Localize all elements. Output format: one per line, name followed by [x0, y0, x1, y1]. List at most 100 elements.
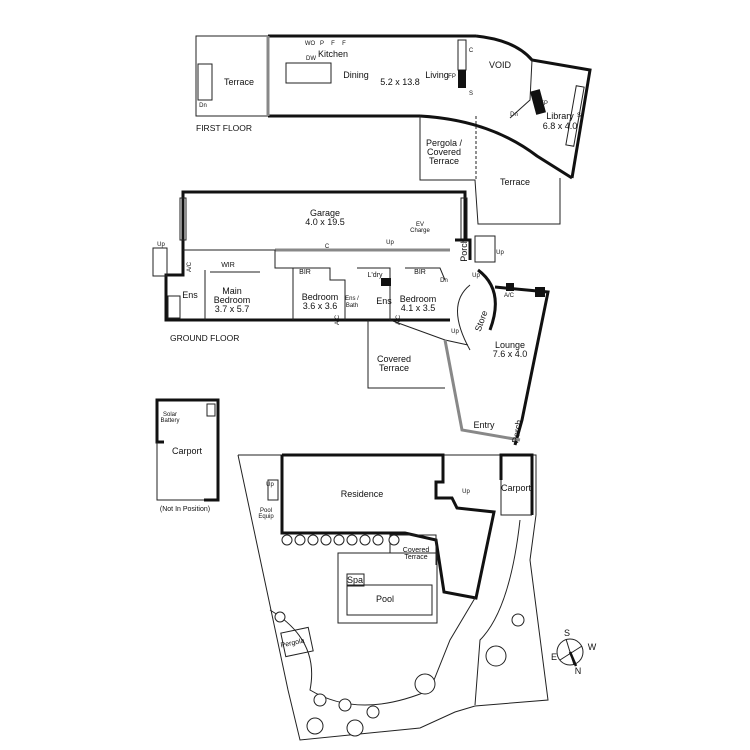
- cupboard-label: C: [469, 48, 474, 54]
- tree: [372, 534, 384, 546]
- main-bedroom-label: Bedroom: [214, 295, 251, 305]
- pergola-label: Pergola: [280, 638, 305, 650]
- stairs: [152, 247, 168, 277]
- solar-battery-label: Solar: [163, 412, 177, 418]
- bedroom-size: 3.6 x 3.6: [303, 301, 338, 311]
- store-label: Store: [473, 309, 490, 333]
- bir-label: BIR: [414, 269, 426, 276]
- curved-wall: [419, 114, 573, 180]
- void-edge: [509, 59, 533, 119]
- stairs-up-label: Up: [462, 489, 470, 495]
- dishwasher-label: DW: [306, 56, 316, 62]
- library-label: Library: [546, 111, 574, 121]
- porch-label: Porch: [510, 419, 524, 444]
- tree: [320, 534, 332, 546]
- lounge-size: 7.6 x 4.0: [493, 349, 528, 359]
- ground-floor: Garage 4.0 x 19.5 EV Charge WIR Main Bed…: [152, 190, 550, 446]
- residence-label: Residence: [341, 489, 384, 499]
- bathtub: [167, 295, 181, 319]
- ens-bath-label: Ens /: [345, 296, 359, 302]
- stairs-up-label: Up: [451, 329, 459, 335]
- covered-terrace-label: Covered: [403, 547, 430, 554]
- stairs-down-label: Dn: [199, 103, 207, 109]
- garden-bed: [269, 597, 476, 706]
- fireplace: [458, 70, 466, 88]
- ac-label: A/C: [335, 314, 341, 325]
- porch-label: Porch: [459, 238, 469, 262]
- covered-terrace-outline: [389, 534, 437, 565]
- tree: [414, 673, 436, 695]
- carport-wall: [155, 398, 220, 502]
- stairs: [197, 63, 213, 101]
- compass-ring: [556, 638, 584, 666]
- main-bedroom-label: Main: [222, 286, 242, 296]
- covered-terrace-label: Terrace: [379, 363, 409, 373]
- ensuite-label: Ens: [182, 290, 198, 300]
- tree: [338, 698, 352, 712]
- library-fireplace: [530, 89, 546, 115]
- tree: [511, 613, 525, 627]
- garden-bed: [474, 519, 521, 706]
- tree: [359, 534, 371, 546]
- tree: [388, 534, 400, 546]
- tree: [346, 534, 358, 546]
- tree: [333, 534, 345, 546]
- fridge-label: F: [331, 41, 335, 47]
- pergola-label: Covered: [427, 147, 461, 157]
- first-floor: FIRST FLOOR Terrace Kitchen Dining 5.2 x…: [195, 34, 592, 225]
- porch-wall: [455, 238, 497, 331]
- library-shelf: [565, 85, 585, 147]
- spa: [346, 573, 365, 587]
- garage-size: 4.0 x 19.5: [305, 217, 345, 227]
- compass-east: E: [551, 652, 557, 662]
- compass: S W E N: [551, 628, 597, 676]
- pool-equip-label: Pool: [260, 508, 272, 514]
- wall: [357, 267, 391, 320]
- wir-label: WIR: [221, 262, 235, 269]
- laundry-label: L'dry: [368, 272, 383, 279]
- bir-label: BIR: [299, 269, 311, 276]
- curved-stair: [457, 284, 471, 351]
- garage-label: Garage: [310, 208, 340, 218]
- spa-label: Spa: [347, 575, 363, 585]
- tree: [281, 534, 293, 546]
- solar-battery-label: Battery: [160, 418, 179, 424]
- ac-label: A/C: [504, 293, 515, 299]
- ac-label: A/C: [396, 314, 402, 325]
- pool-area: [337, 552, 438, 624]
- compass-south: S: [564, 628, 570, 638]
- wall: [405, 267, 446, 281]
- ev-label: EV: [416, 222, 424, 228]
- kitchen-island: [285, 62, 332, 84]
- pillar: [535, 287, 545, 297]
- tree: [485, 645, 507, 667]
- shelf-label: S: [469, 91, 473, 97]
- bedroom-label: Bedroom: [302, 292, 339, 302]
- kitchen-label: Kitchen: [318, 49, 348, 59]
- tree: [346, 719, 364, 737]
- trees: [274, 534, 525, 737]
- tree: [306, 717, 324, 735]
- tree: [307, 534, 319, 546]
- ev-label: Charge: [410, 228, 430, 234]
- ensuite-label: Ens: [376, 296, 392, 306]
- site-carport-outline: [500, 480, 532, 516]
- fireplace-label: FP: [448, 74, 456, 80]
- pillar: [506, 283, 514, 291]
- window: [179, 197, 187, 241]
- wall-oven-label: WO: [305, 41, 316, 47]
- stairs-up-label: Up: [496, 250, 504, 256]
- site-carport-wall: [499, 453, 534, 515]
- tree: [313, 693, 327, 707]
- stairs: [267, 479, 279, 501]
- carport-label: Carport: [172, 446, 203, 456]
- first-floor-title: FIRST FLOOR: [196, 123, 252, 133]
- residence-outline: [280, 453, 496, 600]
- compass-north: N: [575, 666, 582, 676]
- entry-label: Entry: [473, 420, 495, 430]
- bedroom-size: 4.1 x 3.5: [401, 303, 436, 313]
- lounge-wall: [494, 285, 550, 446]
- library-size: 6.8 x 4.0: [543, 121, 578, 131]
- pool-equip-label: Equip: [258, 514, 274, 520]
